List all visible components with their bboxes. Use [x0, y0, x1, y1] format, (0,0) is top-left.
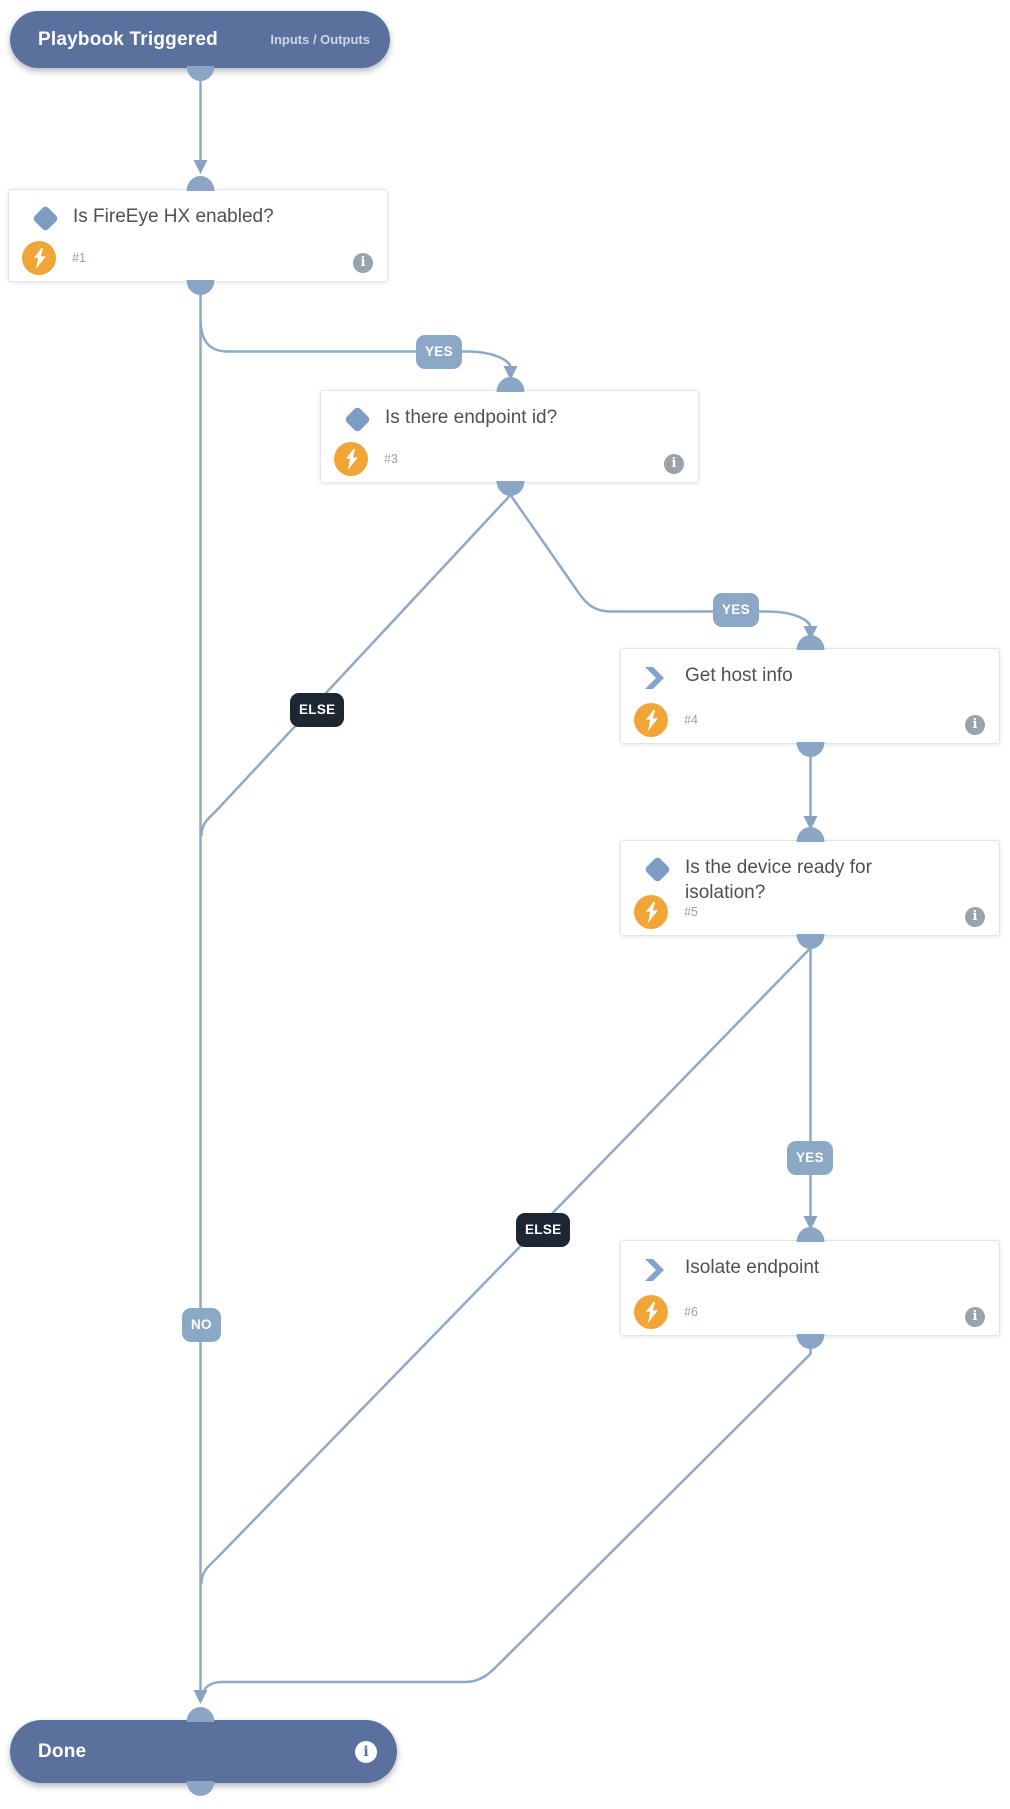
- info-icon[interactable]: i: [965, 715, 985, 735]
- info-icon[interactable]: i: [355, 1740, 377, 1763]
- diamond-icon: [344, 406, 371, 433]
- node-title: Is there endpoint id?: [385, 407, 558, 428]
- condition-node-3[interactable]: Is there endpoint id? #3 i: [320, 390, 699, 483]
- yes-edge-label: YES: [416, 335, 462, 369]
- lightning-bolt-icon: [634, 895, 668, 929]
- node-number: #1: [72, 251, 86, 265]
- diamond-icon: [644, 856, 671, 883]
- playbook-triggered-node[interactable]: Playbook Triggered Inputs / Outputs: [10, 11, 390, 68]
- chevron-right-icon: [645, 667, 665, 689]
- node-title: Isolate endpoint: [685, 1257, 820, 1278]
- done-title: Done: [38, 1740, 87, 1762]
- node-title: Get host info: [685, 665, 793, 686]
- node-title: Is FireEye HX enabled?: [73, 206, 274, 227]
- condition-node-1[interactable]: Is FireEye HX enabled? #1 i: [8, 189, 388, 282]
- else-edge-label: ELSE: [290, 693, 345, 727]
- lightning-bolt-icon: [634, 1295, 668, 1329]
- node-number: #4: [684, 713, 698, 727]
- info-icon[interactable]: i: [353, 253, 373, 273]
- node-title: Is the device ready for isolation?: [685, 857, 872, 904]
- chevron-right-icon: [645, 1259, 665, 1281]
- node-number: #5: [684, 905, 698, 919]
- else-edge-label: ELSE: [516, 1213, 571, 1247]
- task-node-6[interactable]: Isolate endpoint #6 i: [620, 1240, 1000, 1336]
- done-node[interactable]: Done i: [10, 1720, 397, 1783]
- condition-node-5[interactable]: Is the device ready for isolation? #5 i: [620, 840, 1000, 936]
- info-icon[interactable]: i: [965, 907, 985, 927]
- info-icon[interactable]: i: [664, 454, 684, 474]
- yes-edge-label: YES: [713, 593, 759, 627]
- inputs-outputs-link[interactable]: Inputs / Outputs: [270, 32, 370, 47]
- lightning-bolt-icon: [634, 703, 668, 737]
- node-number: #3: [384, 452, 398, 466]
- diamond-icon: [32, 205, 59, 232]
- yes-edge-label: YES: [787, 1141, 833, 1175]
- playbook-triggered-title: Playbook Triggered: [38, 28, 218, 50]
- lightning-bolt-icon: [334, 442, 368, 476]
- info-icon[interactable]: i: [965, 1307, 985, 1327]
- lightning-bolt-icon: [22, 241, 56, 275]
- node-number: #6: [684, 1305, 698, 1319]
- task-node-4[interactable]: Get host info #4 i: [620, 648, 1000, 744]
- no-edge-label: NO: [182, 1308, 221, 1342]
